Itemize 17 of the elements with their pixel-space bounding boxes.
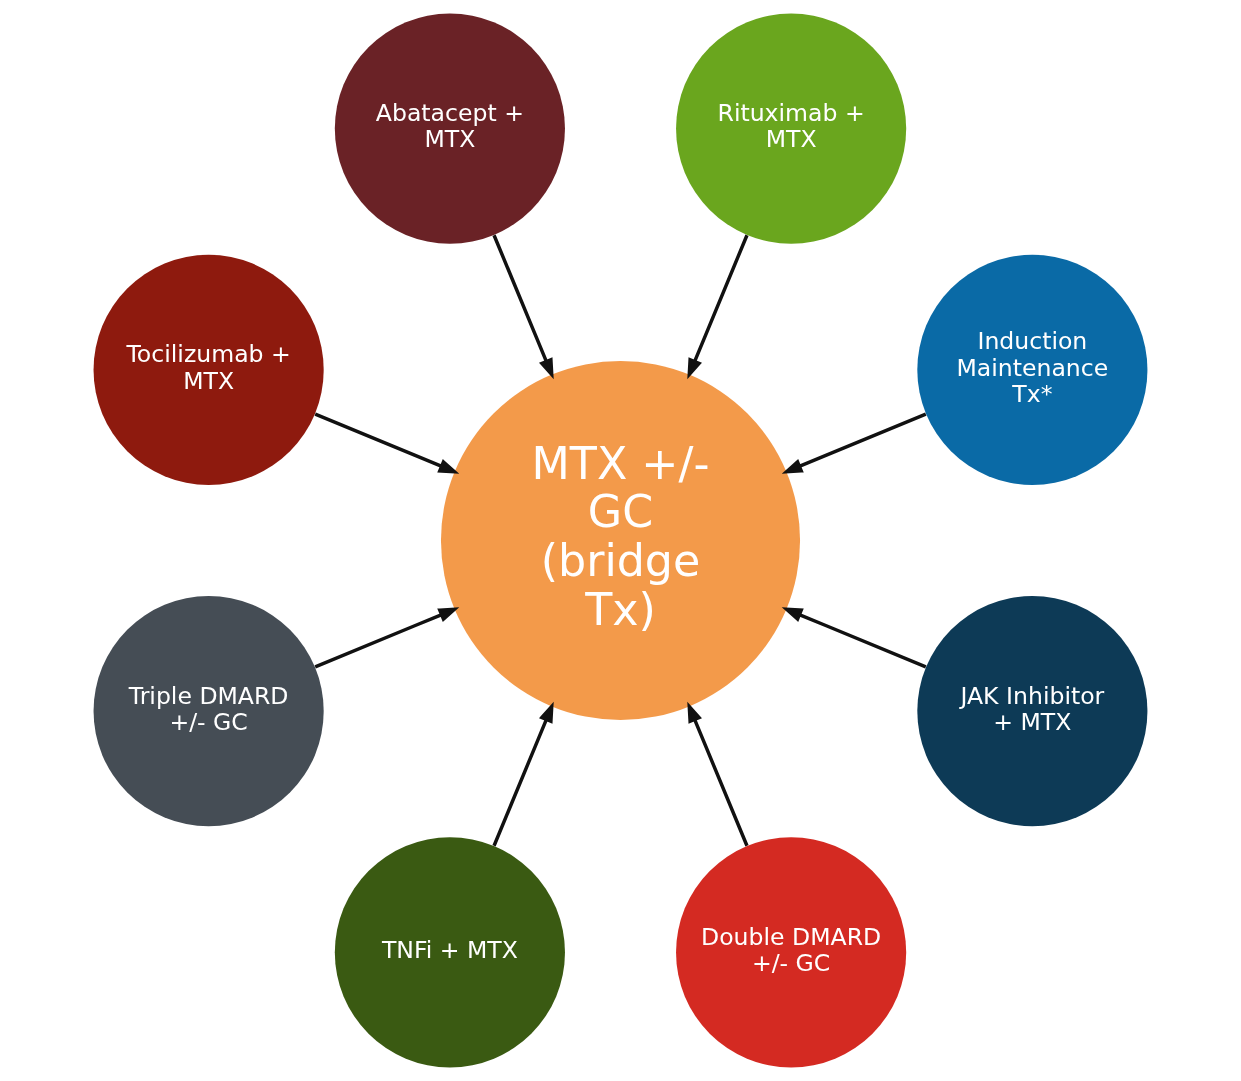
node-circle: JAK Inhibitor + MTX xyxy=(917,596,1148,827)
arrow xyxy=(314,412,460,474)
node-circle: Abatacept + MTX xyxy=(334,13,565,244)
arrow xyxy=(781,412,927,474)
node-circle: Double DMARD +/- GC xyxy=(676,837,907,1068)
arrow xyxy=(492,234,554,380)
arrow xyxy=(314,607,460,669)
arrow xyxy=(687,234,749,380)
arrow xyxy=(687,701,749,847)
arrow xyxy=(781,607,927,669)
node-circle: TNFi + MTX xyxy=(334,837,565,1068)
node-circle: MTX +/- GC (bridge Tx) xyxy=(440,360,801,721)
node-circle: Rituximab + MTX xyxy=(676,13,907,244)
node-circle: Triple DMARD +/- GC xyxy=(93,596,324,827)
node-circle: Induction Maintenance Tx* xyxy=(917,254,1148,485)
node-circle: Tocilizumab + MTX xyxy=(93,254,324,485)
arrow xyxy=(492,701,554,847)
